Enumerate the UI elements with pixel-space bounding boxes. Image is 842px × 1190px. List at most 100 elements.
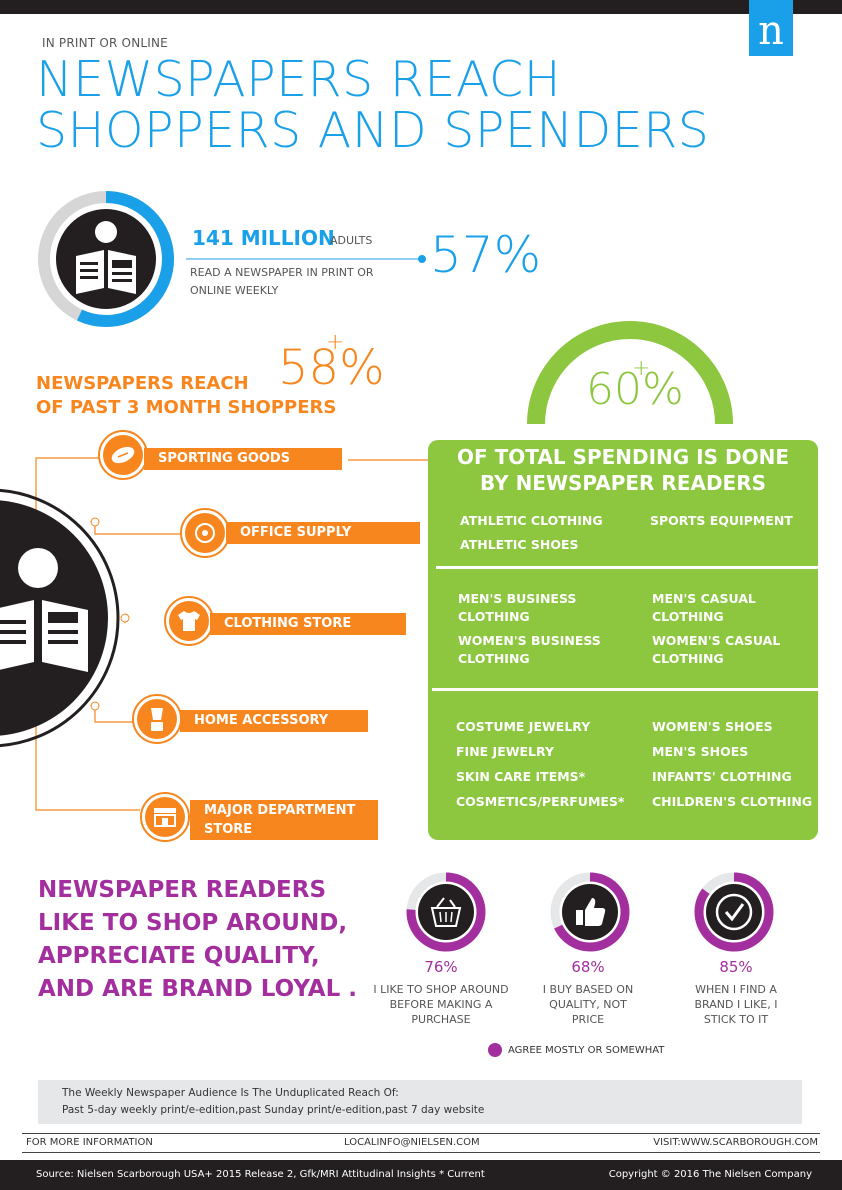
spending-item: WOMEN'S CASUAL CLOTHING — [652, 633, 781, 666]
stat-arc-brand-loyal — [694, 872, 774, 952]
attitudes-heading-line: LIKE TO SHOP AROUND, — [38, 910, 348, 936]
category-home-accessory — [132, 694, 182, 744]
spending-group1-left: ATHLETIC CLOTHING ATHLETIC SHOES — [460, 512, 640, 554]
spending-item: MEN'S SHOES — [652, 744, 749, 759]
storefront-icon — [145, 797, 185, 837]
attitudes-heading-line: NEWSPAPER READERS — [38, 877, 327, 903]
shoppers-percent: 58% — [278, 340, 385, 396]
footer-email[interactable]: LOCALINFO@NIELSEN.COM — [344, 1137, 480, 1148]
footer-visit[interactable]: VISIT:WWW.SCARBOROUGH.COM — [653, 1137, 818, 1148]
spending-group3-right: WOMEN'S SHOES MEN'S SHOES INFANTS' CLOTH… — [652, 718, 818, 811]
spending-item: ATHLETIC CLOTHING — [460, 513, 603, 528]
newspaper-reader-icon — [76, 221, 136, 294]
spending-item: FINE JEWELRY — [456, 744, 555, 759]
adults-label: ADULTS — [330, 234, 373, 247]
category-office-supply — [180, 508, 230, 558]
category-label-sporting-goods: SPORTING GOODS — [144, 448, 342, 470]
spending-item: MEN'S BUSINESS CLOTHING — [458, 591, 577, 624]
stat-percent-brand-loyal: 85% — [719, 958, 753, 976]
basket-icon — [430, 897, 462, 927]
spending-group1-right: SPORTS EQUIPMENT — [650, 512, 810, 530]
reach-donut-fill — [38, 191, 174, 327]
legend-dot — [488, 1043, 502, 1057]
top-bar — [0, 0, 842, 14]
adults-description: READ A NEWSPAPER IN PRINT OR ONLINE WEEK… — [190, 266, 374, 297]
category-label-major-department-store: MAJOR DEPARTMENT STORE — [190, 800, 378, 840]
stat-desc-quality: I BUY BASED ON QUALITY, NOT PRICE — [542, 983, 634, 1026]
stat-ring-shop-around — [406, 872, 486, 952]
eyebrow-text: IN PRINT OR ONLINE — [42, 36, 168, 50]
adults-number: 141 MILLION — [192, 226, 335, 250]
legend: AGREE MOSTLY OR SOMEWHAT — [488, 1043, 664, 1057]
stat-ring-quality — [550, 872, 630, 952]
spending-plus: + — [632, 356, 651, 381]
football-icon-ring — [98, 430, 148, 480]
stat-desc-shop-around: I LIKE TO SHOP AROUND BEFORE MAKING A PU… — [373, 983, 509, 1026]
spending-item: INFANTS' CLOTHING — [652, 769, 792, 784]
spending-arch — [527, 321, 733, 425]
attitudes-heading-line: AND ARE BRAND LOYAL . — [38, 976, 357, 1002]
football-icon — [103, 435, 143, 475]
storefront-icon-ring — [140, 792, 190, 842]
source-text: Source: Nielsen Scarborough USA+ 2015 Re… — [36, 1169, 485, 1180]
stat-percent-quality: 68% — [571, 958, 605, 976]
spending-item: ATHLETIC SHOES — [460, 537, 579, 552]
page-title: NEWSPAPERS REACH SHOPPERS AND SPENDERS — [36, 54, 709, 156]
spending-group2-left: MEN'S BUSINESS CLOTHING WOMEN'S BUSINESS… — [458, 590, 608, 668]
blender-icon-ring — [132, 694, 182, 744]
spending-heading-line1: OF TOTAL SPENDING IS DONE — [457, 445, 789, 469]
checkmark-icon — [715, 893, 753, 931]
spending-item: SPORTS EQUIPMENT — [650, 513, 793, 528]
spending-item: SKIN CARE ITEMS* — [456, 769, 586, 784]
spending-divider — [432, 688, 824, 691]
category-label-home-accessory: HOME ACCESSORY — [180, 710, 368, 732]
title-line-1: NEWSPAPERS REACH — [36, 51, 562, 108]
spending-item: WOMEN'S BUSINESS CLOTHING — [458, 633, 601, 666]
audience-note-line2: Past 5-day weekly print/e-edition,past S… — [62, 1104, 485, 1116]
spending-item: MEN'S CASUAL CLOTHING — [652, 591, 756, 624]
spending-item: WOMEN'S SHOES — [652, 719, 773, 734]
category-sporting-goods — [98, 430, 148, 480]
category-clothing-store — [164, 596, 214, 646]
reach-percent: 57% — [430, 226, 542, 284]
audience-note: The Weekly Newspaper Audience Is The Und… — [38, 1080, 802, 1124]
spending-item: COSMETICS/PERFUMES* — [456, 794, 625, 809]
blender-icon — [137, 699, 177, 739]
category-label-clothing-store: CLOTHING STORE — [210, 613, 406, 635]
shoppers-heading: NEWSPAPERS REACH OF PAST 3 MONTH SHOPPER… — [36, 372, 336, 420]
title-line-2: SHOPPERS AND SPENDERS — [36, 102, 710, 159]
spending-panel: OF TOTAL SPENDING IS DONE BY NEWSPAPER R… — [428, 440, 818, 840]
spending-divider — [436, 566, 820, 569]
spending-arch-path — [527, 321, 733, 425]
attitudes-heading-line: APPRECIATE QUALITY, — [38, 943, 320, 969]
reach-connector-line — [186, 255, 426, 263]
spending-item: CHILDREN'S CLOTHING — [652, 794, 813, 809]
target-icon — [185, 513, 225, 553]
nielsen-logo: n — [749, 0, 793, 56]
audience-note-line1: The Weekly Newspaper Audience Is The Und… — [62, 1087, 399, 1099]
target-icon-ring — [180, 508, 230, 558]
legend-label: AGREE MOSTLY OR SOMEWHAT — [508, 1044, 665, 1056]
stat-arc-shop-around — [406, 872, 486, 952]
spending-heading-line2: BY NEWSPAPER READERS — [479, 471, 767, 495]
footer-more-info: FOR MORE INFORMATION — [26, 1137, 153, 1148]
spending-item: COSTUME JEWELRY — [456, 719, 591, 734]
reach-donut — [38, 191, 174, 327]
spending-group2-right: MEN'S CASUAL CLOTHING WOMEN'S CASUAL CLO… — [652, 590, 792, 668]
shoppers-plus: + — [326, 330, 345, 355]
thumbs-up-icon — [576, 898, 606, 926]
tshirt-icon-ring — [164, 596, 214, 646]
stat-percent-shop-around: 76% — [424, 958, 458, 976]
copyright-text: Copyright © 2016 The Nielsen Company — [608, 1169, 812, 1180]
stat-arc-quality — [550, 872, 630, 952]
stat-ring-brand-loyal — [694, 872, 774, 952]
spending-percent: 60% — [586, 364, 684, 415]
category-label-office-supply: OFFICE SUPPLY — [226, 522, 420, 544]
category-connector-tree — [0, 457, 430, 811]
spending-group3-left: COSTUME JEWELRY FINE JEWELRY SKIN CARE I… — [456, 718, 646, 811]
footer-info: FOR MORE INFORMATION LOCALINFO@NIELSEN.C… — [22, 1133, 820, 1153]
shoppers-heading-part1: NEWSPAPERS REACH — [36, 373, 249, 394]
category-major-department-store — [140, 792, 190, 842]
tshirt-icon — [169, 601, 209, 641]
shoppers-percent-value: 58% — [278, 340, 385, 396]
